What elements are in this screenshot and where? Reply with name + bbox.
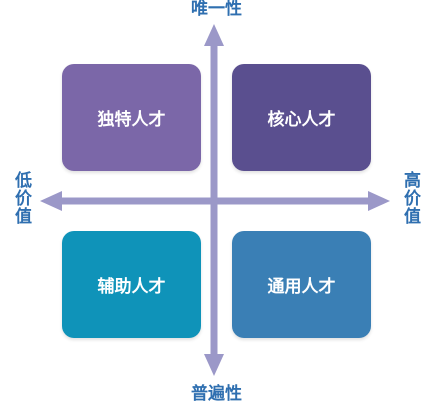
- quadrant-auxiliary-talent: 辅助人才: [62, 231, 201, 338]
- axis-label-bottom: 普遍性: [191, 384, 242, 404]
- horizontal-axis-arrow-right: [368, 191, 390, 211]
- quadrant-general-talent: 通用人才: [232, 231, 371, 338]
- axis-label-top: 唯一性: [191, 0, 242, 19]
- quadrant-label: 独特人才: [97, 110, 166, 130]
- axis-label-left: 低价值: [11, 171, 31, 225]
- axis-label-right: 高价值: [400, 171, 420, 225]
- quadrant-label: 核心人才: [267, 110, 336, 130]
- quadrant-label: 通用人才: [267, 277, 336, 297]
- quadrant-label: 辅助人才: [97, 277, 166, 297]
- horizontal-axis-arrow-left: [40, 191, 62, 211]
- quadrant-core-talent: 核心人才: [232, 64, 371, 171]
- vertical-axis-arrow-down: [204, 354, 224, 376]
- vertical-axis-arrow-up: [204, 24, 224, 46]
- quadrant-unique-talent: 独特人才: [62, 64, 201, 171]
